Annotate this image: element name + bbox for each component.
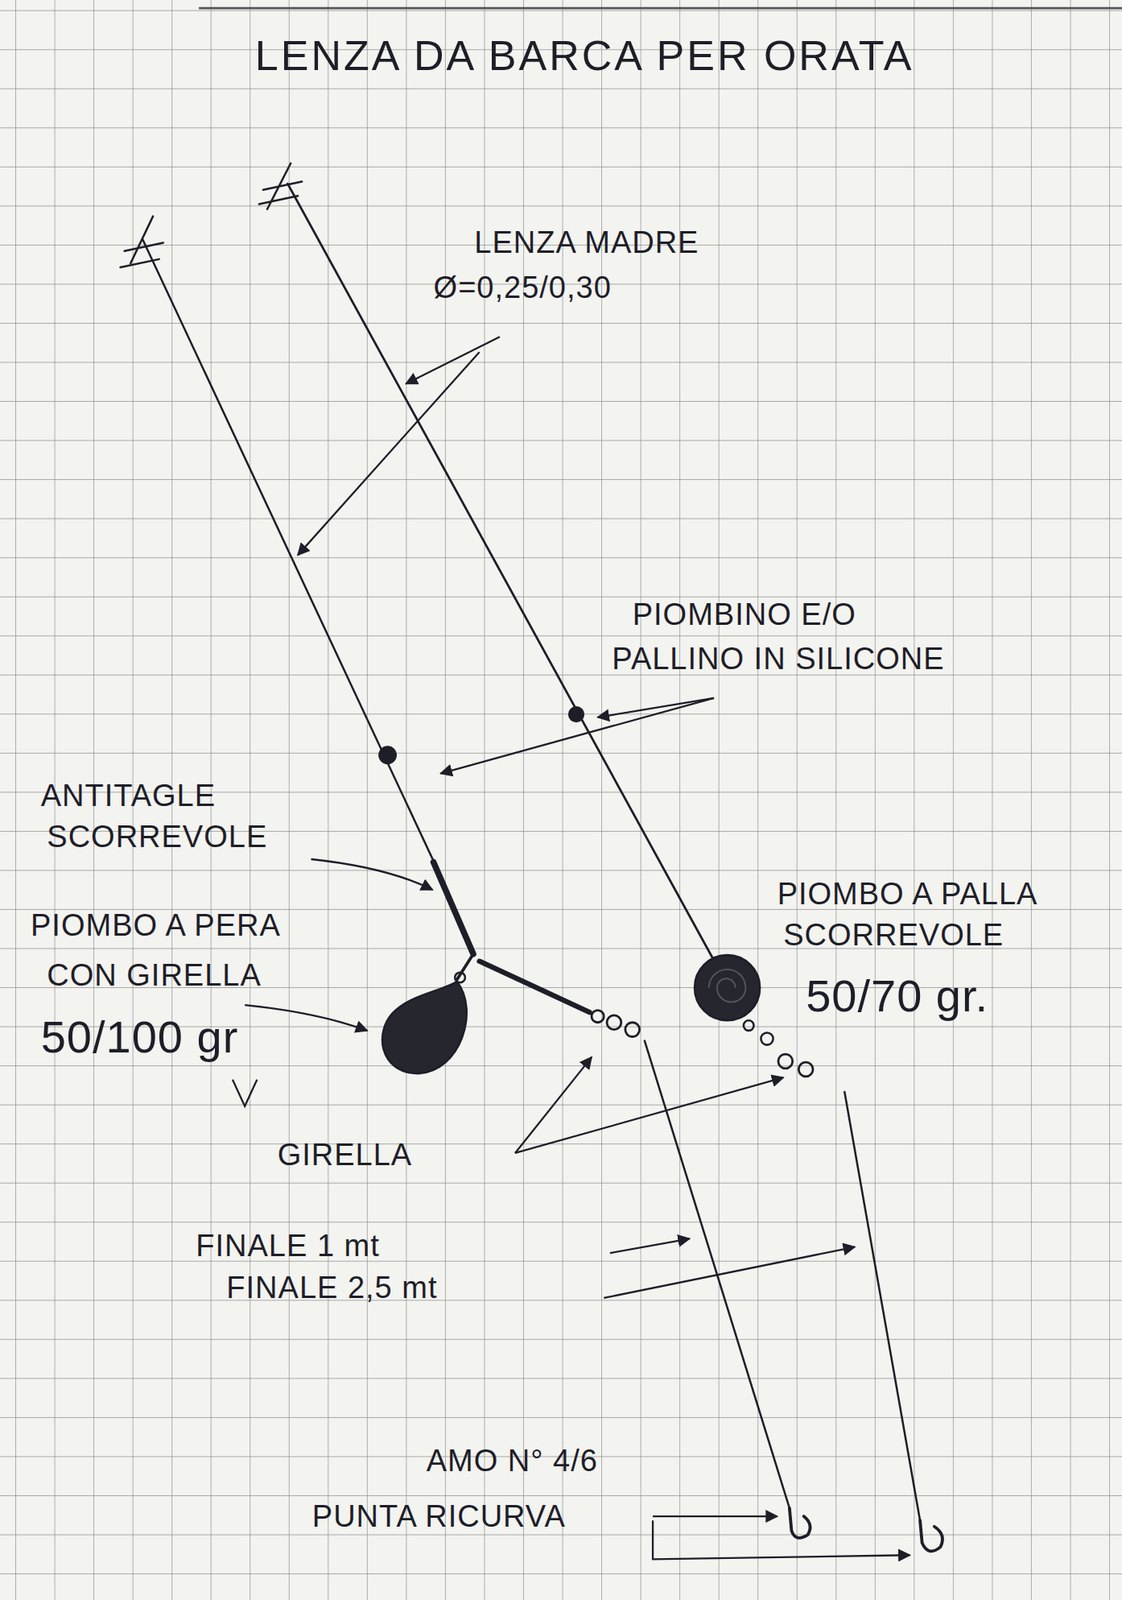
part-label: SCORREVOLE: [783, 918, 1004, 953]
main-line-left: [142, 239, 436, 866]
diagram-title: LENZA DA BARCA PER ORATA: [255, 33, 915, 79]
part-label: SCORREVOLE: [46, 820, 268, 854]
pear-sinker: [382, 981, 467, 1073]
tick-mark: [232, 1079, 257, 1106]
swivel-ring: [625, 1022, 640, 1037]
ball-spiral: [709, 969, 747, 1003]
callout-bracket: [652, 1519, 910, 1559]
part-label: FINALE 2,5 mt: [226, 1270, 438, 1305]
bead: [378, 745, 397, 764]
callout-leader: [515, 1056, 592, 1153]
callout-leader: [652, 1514, 778, 1517]
leader-line: [844, 1091, 920, 1520]
callout-leader: [603, 1246, 855, 1298]
callout-leader: [610, 1237, 690, 1253]
part-label: PIOMBO A PALLA: [777, 877, 1039, 912]
part-label: ANTITAGLE: [41, 779, 216, 813]
part-label: FINALE 1 mt: [195, 1229, 380, 1263]
hook: [919, 1519, 943, 1551]
callout-leader: [440, 697, 714, 774]
part-label: GIRELLA: [277, 1138, 413, 1172]
swivel-ring: [798, 1061, 813, 1077]
callout-leader: [244, 1004, 368, 1031]
part-label: PIOMBINO E/O: [632, 598, 857, 632]
part-label: PUNTA RICURVA: [312, 1499, 566, 1534]
bead: [568, 705, 585, 722]
callout-leader: [297, 351, 480, 555]
callout-leader: [405, 336, 500, 384]
sinker-swivel: [454, 972, 466, 983]
part-label: LENZA MADRE: [474, 226, 699, 260]
sinkers: [378, 705, 760, 1073]
callout-leader: [515, 1076, 784, 1153]
swivel-ring: [778, 1053, 793, 1069]
swivel-ring: [760, 1031, 773, 1044]
antitangle-arm: [479, 961, 590, 1012]
part-label: Ø=0,25/0,30: [433, 271, 612, 306]
cut-mark: [259, 163, 302, 210]
part-label: PALLINO IN SILICONE: [611, 642, 945, 677]
paper-edge: [198, 7, 1122, 10]
part-label: CON GIRELLA: [46, 958, 262, 993]
swivel-ring: [606, 1014, 622, 1030]
ball-sinker: [694, 954, 760, 1020]
part-label: AMO N° 4/6: [426, 1443, 599, 1478]
weight-label: 50/100 gr: [41, 1011, 240, 1062]
main-line-right: [287, 183, 716, 964]
rig-lines: [120, 163, 943, 1551]
hook: [789, 1507, 811, 1538]
part-label: PIOMBO A PERA: [30, 908, 281, 943]
weight-label: 50/70 gr.: [805, 970, 989, 1021]
swivel-ring: [591, 1010, 604, 1023]
cut-mark: [120, 216, 164, 268]
antitangle-tube: [433, 862, 474, 954]
callout-leader: [311, 858, 434, 890]
swivel-ring: [743, 1019, 755, 1031]
